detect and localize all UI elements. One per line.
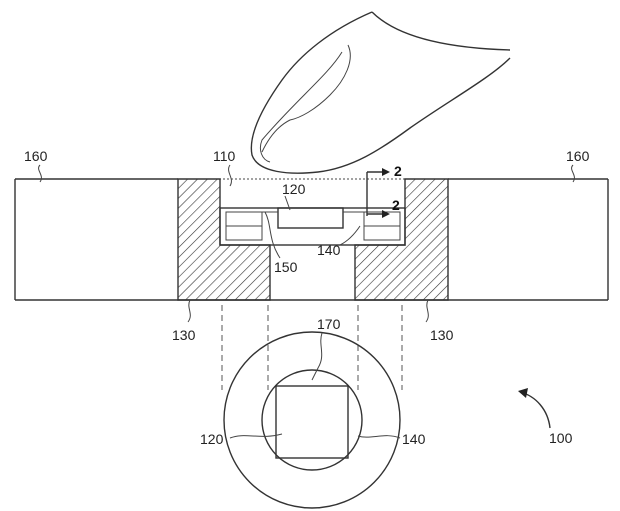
label-170: 170: [317, 316, 341, 332]
label-130-left: 130: [172, 327, 196, 343]
label-140-top: 140: [317, 242, 341, 258]
label-160-left: 160: [24, 148, 48, 164]
top-view-ring: [223, 331, 401, 509]
finger-illustration: [250, 11, 511, 174]
label-100: 100: [549, 430, 573, 446]
label-120-bottom: 120: [200, 431, 224, 447]
substrate-160: [14, 178, 609, 301]
label-110: 110: [213, 148, 236, 164]
section-arrow-2: [366, 168, 390, 218]
label-150: 150: [274, 259, 298, 275]
leader-lines: [38, 164, 575, 439]
label-160-right: 160: [566, 148, 590, 164]
label-2-mid: 2: [392, 197, 400, 213]
sensor-cavity: [219, 207, 406, 246]
label-130-right: 130: [430, 327, 454, 343]
label-2-top: 2: [394, 163, 402, 179]
label-140-bottom: 140: [402, 431, 426, 447]
projection-lines: [221, 305, 403, 390]
label-120-top: 120: [282, 181, 306, 197]
